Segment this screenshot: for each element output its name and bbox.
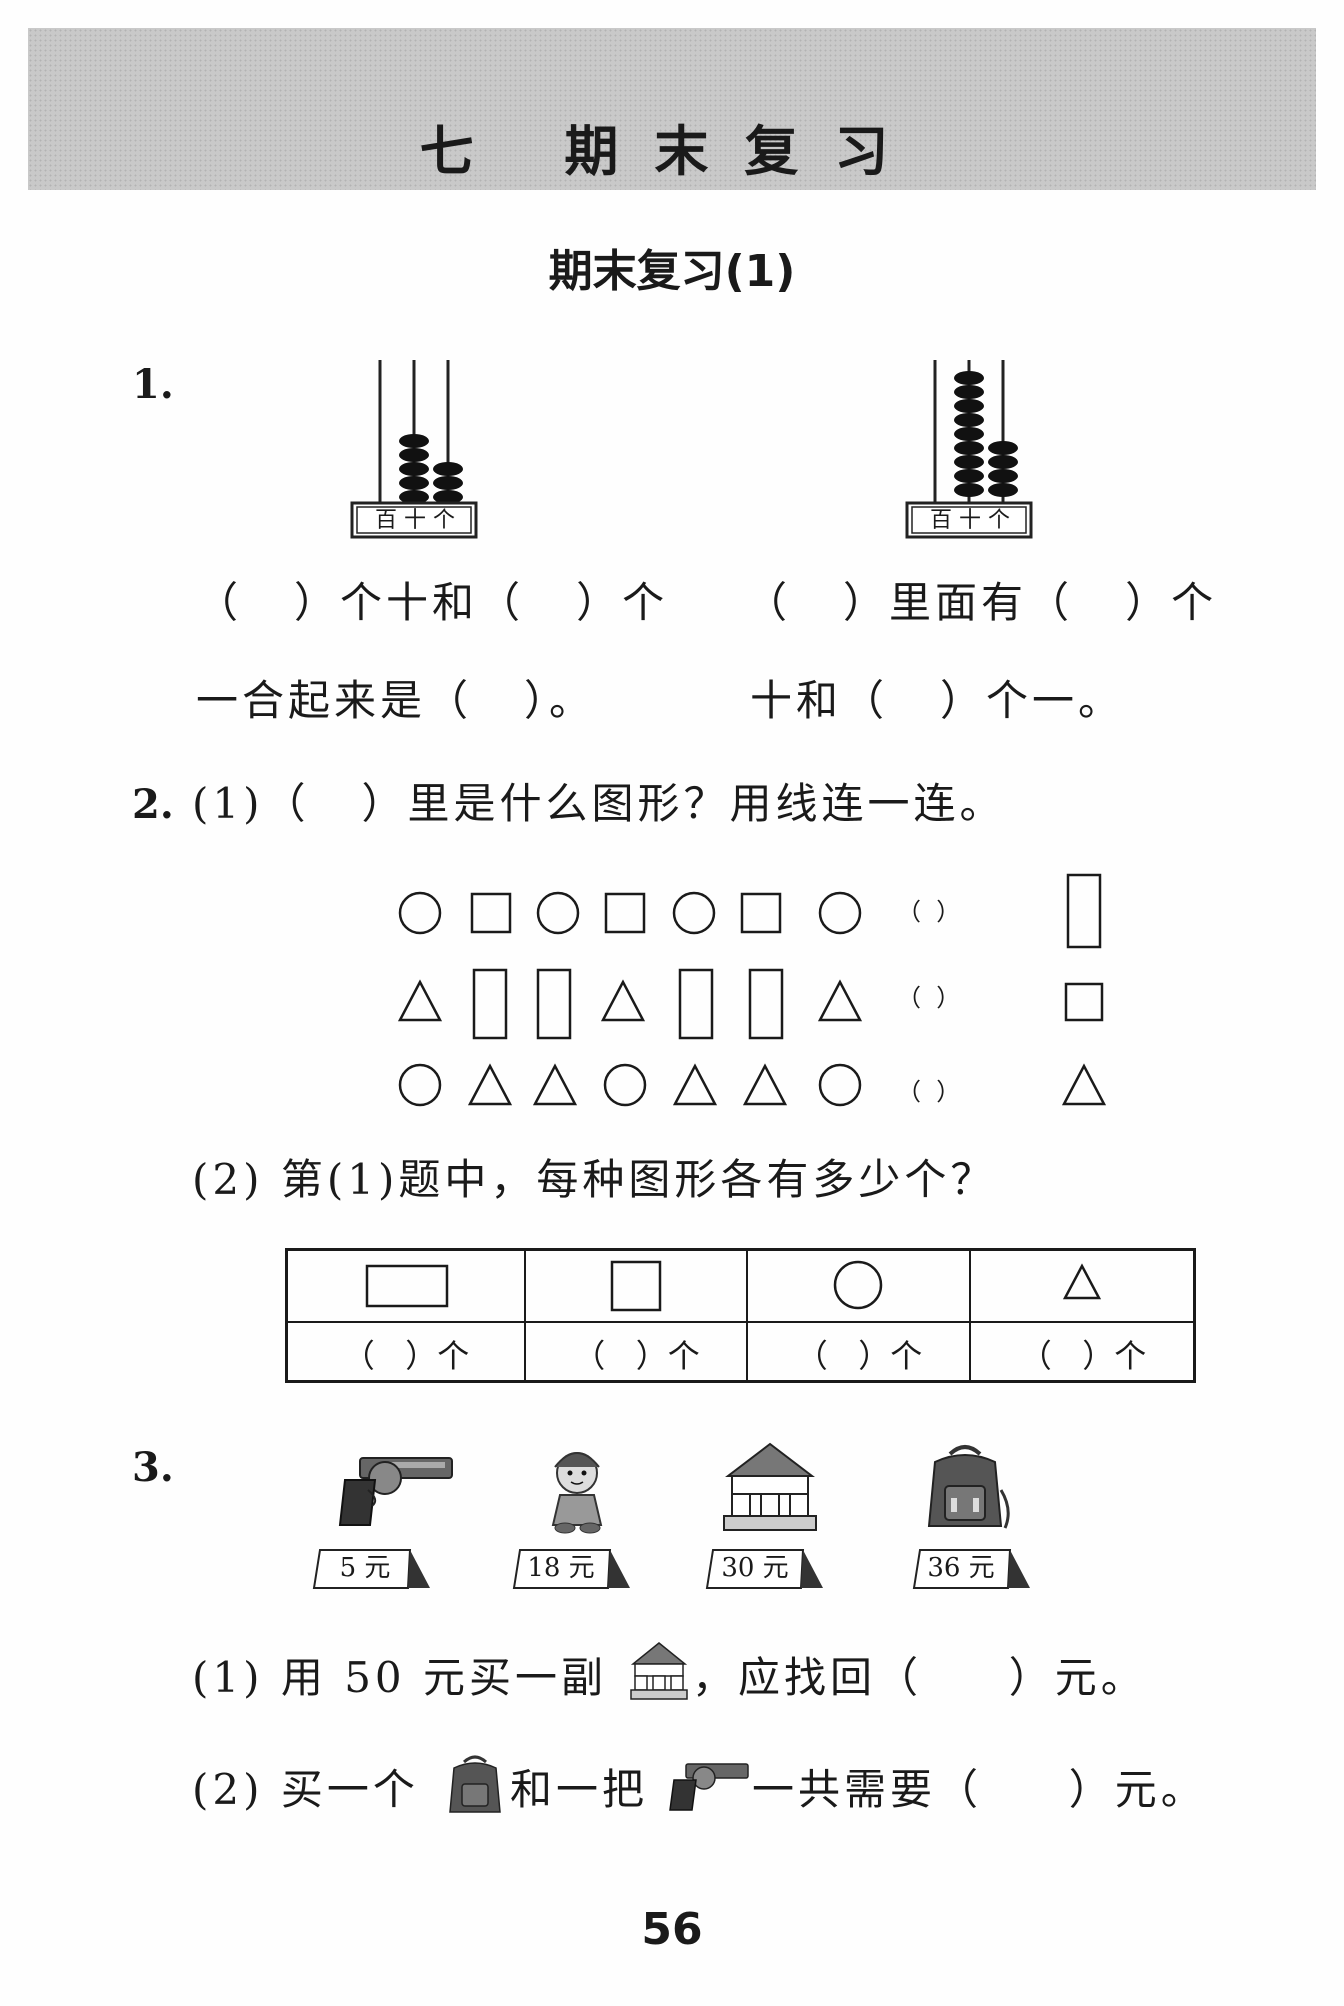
rectangle-icon (536, 968, 572, 1040)
circle-icon (818, 891, 862, 935)
q1-right-line2: 十和（ ）个一。 (750, 676, 1125, 725)
circle-icon (536, 891, 580, 935)
triangle-icon (1062, 1263, 1102, 1300)
count-cell-circle: （ ）个 (795, 1337, 923, 1375)
row1-blank: （ ） (897, 898, 961, 926)
price-doll: 18 元 (527, 1553, 595, 1583)
triangle-icon (600, 979, 646, 1022)
rectangle-icon (748, 968, 784, 1040)
triangle-icon (672, 1063, 718, 1106)
triangle-icon (397, 979, 443, 1022)
shape-sequence-rows (397, 873, 1107, 1107)
circle-icon (672, 891, 716, 935)
question-2-number: 2. (132, 781, 174, 828)
triangle-icon (817, 979, 863, 1022)
abacus-right-icon (905, 360, 1033, 539)
price-tag-gun (312, 1549, 430, 1589)
abacus-left-icon (350, 360, 478, 539)
rectangle-icon (1066, 873, 1102, 949)
square-icon (604, 892, 646, 934)
count-cell-triangle: （ ）个 (1019, 1337, 1147, 1375)
price-gun: 5 元 (339, 1553, 391, 1583)
q1-right-line1: （ ）里面有（ ）个 (745, 578, 1218, 627)
price-tag-backpack (912, 1549, 1030, 1589)
square-icon (1064, 982, 1104, 1022)
row3-blank: （ ） (897, 1078, 961, 1106)
circle-icon (398, 891, 442, 935)
row2-blank: （ ） (897, 984, 961, 1012)
building-blocks-icon (630, 1642, 688, 1700)
square-icon (740, 892, 782, 934)
backpack-icon (927, 1445, 1010, 1529)
q2-part2-text: (2) 第(1)题中，每种图形各有多少个？ (192, 1155, 997, 1204)
q3-part2-text-c: 一共需要（ ）元。 (752, 1765, 1207, 1814)
triangle-icon (467, 1063, 513, 1106)
circle-icon (818, 1063, 862, 1107)
section-title: 期末复习(1) (548, 246, 796, 297)
price-backpack: 36 元 (927, 1553, 995, 1583)
q1-left-line2: 一合起来是（ ）。 (196, 676, 596, 725)
doll-icon (551, 1452, 603, 1534)
backpack-icon (449, 1755, 501, 1813)
q2-part1-text: (1)（ ）里是什么图形？用线连一连。 (192, 779, 1006, 828)
circle-icon (833, 1260, 883, 1310)
chapter-banner (28, 28, 1316, 190)
building-blocks-icon (723, 1442, 817, 1531)
q3-part2-text-a: (2) 买一个 (192, 1765, 419, 1814)
chapter-title: 七 期末复习 (419, 120, 925, 183)
rectangle-icon (678, 968, 714, 1040)
q3-part2-text-b: 和一把 (510, 1765, 649, 1814)
circle-icon (398, 1063, 442, 1107)
question-3-number: 3. (132, 1444, 174, 1491)
toy-gun-icon (338, 1457, 453, 1526)
triangle-icon (532, 1063, 578, 1106)
count-cell-rectangle: （ ）个 (342, 1337, 470, 1375)
square-icon (610, 1260, 662, 1312)
page-number: 56 (641, 1904, 703, 1955)
rectangle-icon (472, 968, 508, 1040)
q3-part1-text-a: (1) 用 50 元买一副 (192, 1653, 607, 1702)
triangle-icon (742, 1063, 788, 1106)
abacus-right-label: 百 十 个 (930, 508, 1010, 533)
q1-left-line1: （ ）个十和（ ）个 (196, 578, 669, 627)
price-tag-blocks (705, 1549, 823, 1589)
circle-icon (603, 1063, 647, 1107)
price-tag-doll (512, 1549, 630, 1589)
rectangle-icon (365, 1264, 449, 1308)
toy-gun-icon (669, 1763, 749, 1811)
q3-part1-text-b: ，应找回（ ）元。 (692, 1653, 1147, 1702)
square-icon (470, 892, 512, 934)
abacus-left-label: 百 十 个 (375, 508, 455, 533)
shape-count-table (285, 1248, 1196, 1383)
price-blocks: 30 元 (721, 1553, 789, 1583)
question-1-number: 1. (132, 361, 174, 408)
triangle-icon (1061, 1063, 1107, 1106)
count-cell-square: （ ）个 (573, 1337, 700, 1375)
